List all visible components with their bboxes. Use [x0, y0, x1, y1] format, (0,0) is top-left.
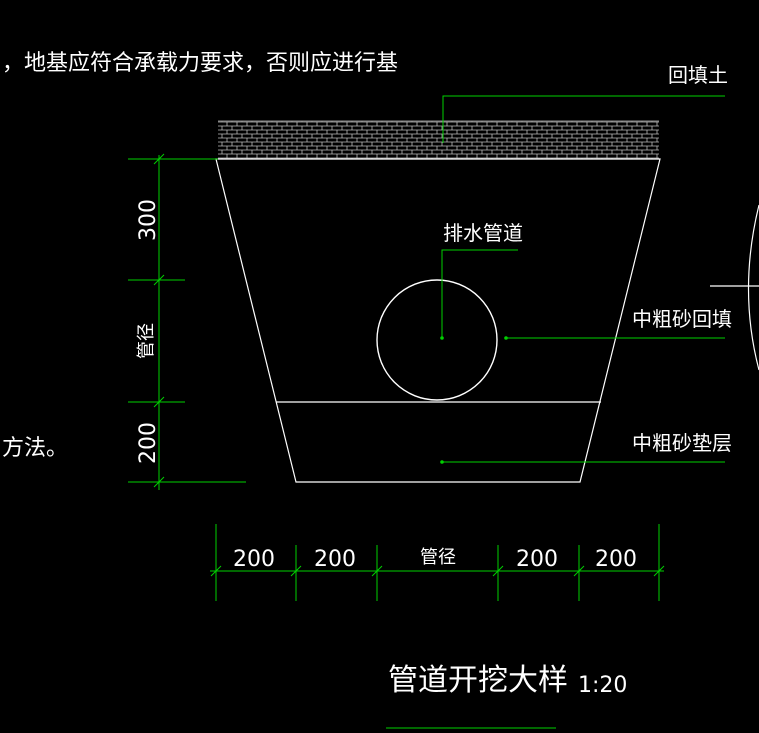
backfill-soil-band: [218, 121, 659, 159]
adjacent-arc: [747, 204, 759, 371]
vertical-dimension: [128, 153, 246, 490]
dim-horizontal-5: 200: [595, 547, 637, 572]
label-sand-backfill: 中粗砂回填: [632, 307, 732, 331]
dim-vertical-middle: 管径: [136, 323, 157, 359]
drawing-scale: 1:20: [578, 673, 627, 698]
note-text-bottom: 方法。: [2, 436, 68, 461]
label-drain-pipe: 排水管道: [443, 221, 523, 245]
trench-outline: [215, 158, 661, 483]
drawing-title: 管道开挖大样: [388, 663, 568, 698]
leader-drain-pipe: [441, 249, 518, 338]
dim-vertical-bottom: 200: [136, 422, 161, 464]
leader-backfill: [442, 95, 725, 143]
drain-pipe-circle: [376, 279, 498, 401]
note-text-top: ，地基应符合承载力要求，否则应进行基: [2, 51, 398, 76]
dim-horizontal-3: 管径: [420, 547, 456, 568]
dim-horizontal-2: 200: [314, 547, 356, 572]
dim-horizontal-4: 200: [516, 547, 558, 572]
dim-horizontal-1: 200: [233, 547, 275, 572]
label-backfill: 回填土: [668, 63, 728, 87]
horizontal-dimension: [210, 524, 665, 601]
dim-vertical-top: 300: [136, 199, 161, 241]
label-sand-cushion: 中粗砂垫层: [632, 431, 732, 455]
